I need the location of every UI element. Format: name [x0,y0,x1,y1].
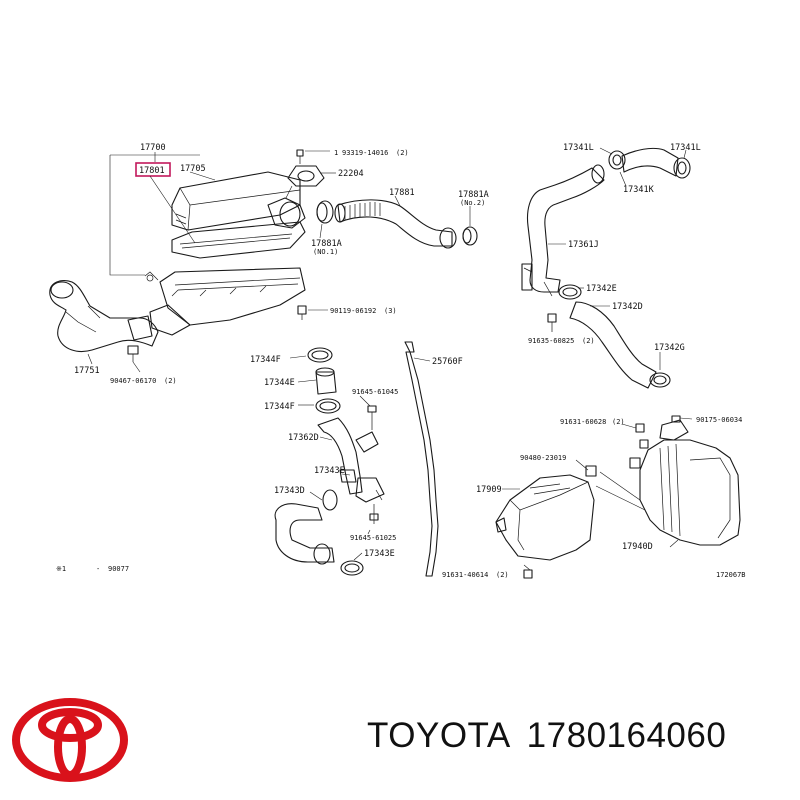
label-17341K: 17341K [623,185,655,195]
label-17700: 17700 [140,143,166,153]
label-17881A-no1-qty: (NO.1) [313,248,338,256]
brand-name: TOYOTA [367,716,511,755]
label-91631-b-qty: (2) [496,571,509,579]
label-91631-a-qty: (2) [612,418,625,426]
label-17881A-no2: 17881A [458,190,489,200]
air-flow-meter [285,149,336,199]
label-91645-b: 91645-61025 [350,534,396,542]
label-17342D: 17342D [612,302,643,312]
intercooler-pipe-group [521,147,691,389]
label-90119: 90119-06192 [330,307,376,315]
label-90175: 90175-06034 [696,416,742,424]
diagram-code: 172067B [716,571,746,579]
label-91631-a: 91631-60628 [560,418,606,426]
label-91631-b: 91631-40614 [442,571,488,579]
resonator-17909 [495,474,595,579]
label-17881A-no1: 17881A [311,239,342,249]
label-17881: 17881 [389,188,415,198]
label-91635-qty: (2) [582,337,595,345]
label-17344F-a: 17344F [250,355,281,365]
label-17343E-b: 17343E [364,549,395,559]
label-17940D: 17940D [622,542,653,552]
label-90119-qty: (3) [384,307,397,315]
label-17344F-b: 17344F [264,402,295,412]
label-17343E-a: 17343E [314,466,345,476]
brand-part-number: TOYOTA 1780164060 [367,711,787,761]
highlighted-part-box [135,162,171,177]
note-code: 90077 [108,565,129,573]
label-90480: 90480-23019 [520,454,566,462]
label-25760F: 25760F [432,357,463,367]
label-17909: 17909 [476,485,502,495]
label-93319-qty: (2) [396,149,409,157]
label-17341L-b: 17341L [670,143,701,153]
air-cleaner-assembly [49,152,328,373]
label-90467: 90467-06170 [110,377,156,385]
intake-hose-17881 [316,195,478,249]
label-91645-a: 91645-61045 [352,388,398,396]
label-17705: 17705 [180,164,206,174]
label-91635: 91635-60825 [528,337,574,345]
label-17342G: 17342G [654,343,685,353]
label-90467-qty: (2) [164,377,177,385]
label-17751: 17751 [74,366,100,376]
note-mark: ※1 [56,565,66,573]
label-17342E: 17342E [586,284,617,294]
center-hose-group [274,341,439,577]
intercooler-assembly [575,415,741,548]
part-number: 1780164060 [526,716,727,755]
label-93319: 93319-14016 [342,149,388,157]
label-22204: 22204 [338,169,364,179]
label-17801: 17801 [139,166,165,176]
label-17881A-no2-qty: (No.2) [460,199,485,207]
label-17343D: 17343D [274,486,305,496]
label-17362D: 17362D [288,433,319,443]
label-17341L-a: 17341L [563,143,594,153]
label-93319-note: 1 [334,149,338,157]
note-dash: - [96,565,100,573]
label-17344E: 17344E [264,378,295,388]
label-17361J: 17361J [568,240,599,250]
toyota-logo-icon [12,698,128,782]
part-labels: 17700 17801 17705 1 93319-14016 (2) 2220… [56,143,746,579]
